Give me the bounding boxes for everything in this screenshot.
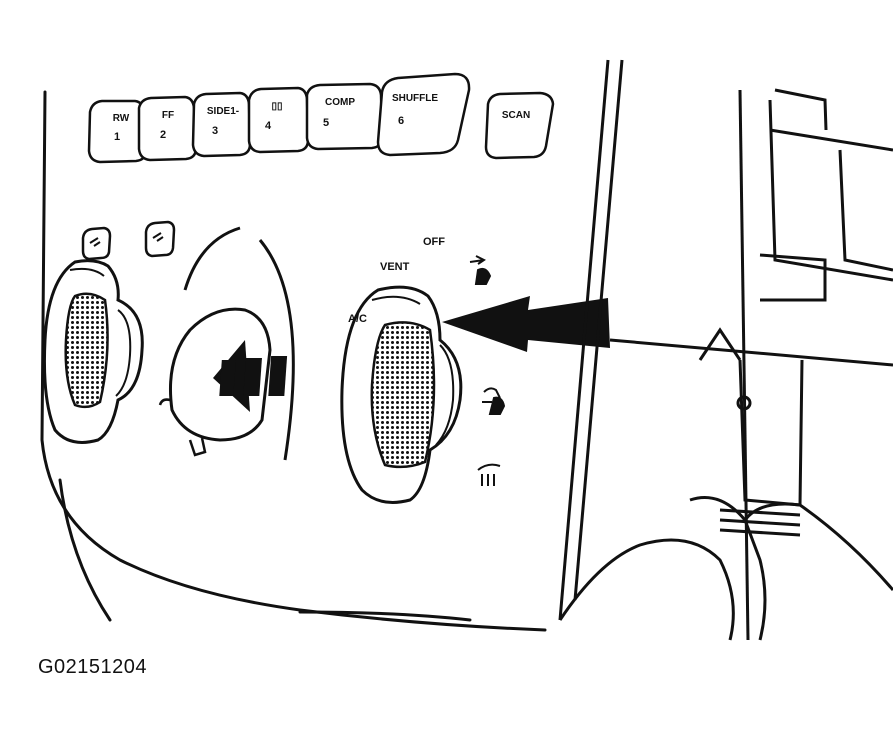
preset-4-label: ▯▯ [271, 101, 282, 112]
pointer-arrow [442, 296, 610, 352]
scan-button[interactable]: SCAN [484, 91, 555, 160]
preset-4-number: 4 [265, 120, 272, 132]
vent-face-icon [469, 255, 492, 285]
preset-6-label: SHUFFLE [392, 93, 438, 104]
left-control-knob[interactable] [42, 259, 144, 444]
mode-control-knob[interactable] [340, 285, 463, 504]
preset-button-2[interactable]: FF 2 [137, 95, 198, 162]
small-switches [81, 220, 176, 261]
preset-2-label: FF [162, 110, 174, 121]
dashboard-panel [40, 90, 547, 632]
preset-buttons: RW 1 FF 2 SIDE1- 3 ▯▯ 4 COMP 5 SHUFFLE 6 [87, 72, 555, 164]
preset-5-label: COMP [325, 97, 355, 108]
preset-button-3[interactable]: SIDE1- 3 [191, 91, 252, 158]
preset-button-5[interactable]: COMP 5 [305, 82, 384, 151]
mode-vent-label: VENT [380, 261, 410, 273]
preset-5-number: 5 [323, 117, 329, 129]
preset-button-6[interactable]: SHUFFLE 6 [376, 72, 471, 157]
preset-1-label: RW [113, 113, 130, 124]
mode-labels: OFF VENT A/C [348, 236, 445, 325]
scan-label: SCAN [502, 110, 530, 121]
push-direction-arrow [213, 340, 288, 412]
preset-button-4[interactable]: ▯▯ 4 [247, 86, 310, 154]
preset-6-number: 6 [398, 115, 404, 127]
floor-vent-icon [482, 387, 506, 415]
preset-button-1[interactable]: RW 1 [87, 99, 148, 164]
center-control-knob[interactable] [158, 226, 295, 461]
preset-1-number: 1 [114, 131, 120, 143]
side-console [558, 59, 893, 641]
preset-2-number: 2 [160, 129, 166, 141]
mode-ac-label: A/C [348, 313, 367, 325]
figure-id: G02151204 [38, 656, 148, 678]
mode-off-label: OFF [423, 236, 445, 248]
defrost-icon [477, 463, 501, 486]
preset-3-number: 3 [212, 125, 218, 137]
preset-3-label: SIDE1- [207, 106, 239, 117]
